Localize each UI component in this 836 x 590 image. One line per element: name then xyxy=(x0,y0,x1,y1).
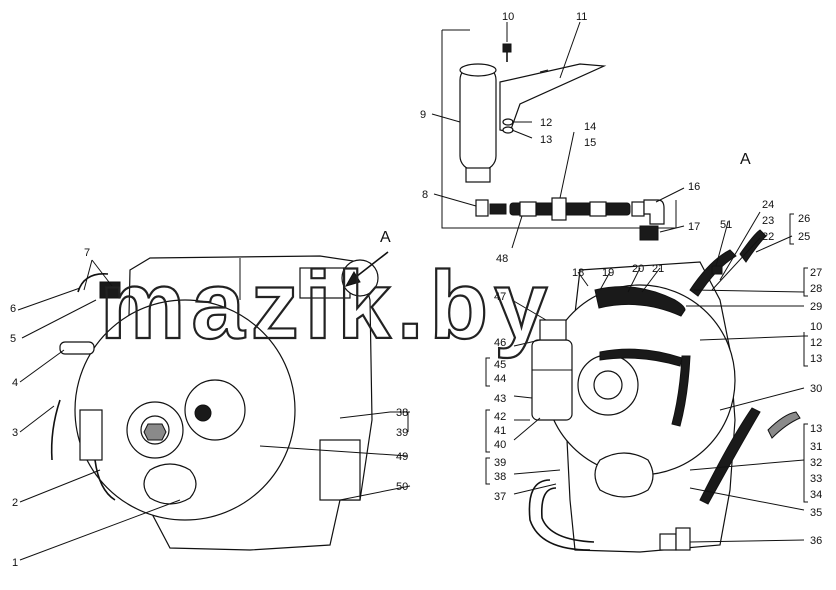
callout-41: 41 xyxy=(494,425,506,437)
callout-39-left: 39 xyxy=(396,427,408,439)
elbow-fitting xyxy=(475,199,489,217)
callout-labels: A A 10 11 9 12 13 14 15 8 16 17 48 7 6 5… xyxy=(10,11,822,569)
callout-48: 48 xyxy=(496,253,508,265)
callout-31: 31 xyxy=(810,441,822,453)
watermark: mazik.by xyxy=(100,252,554,359)
clamp xyxy=(551,197,567,221)
callout-1: 1 xyxy=(12,557,18,569)
callout-8: 8 xyxy=(422,189,428,201)
callout-17: 17 xyxy=(688,221,700,233)
callout-47: 47 xyxy=(494,291,506,303)
callout-32: 32 xyxy=(810,457,822,469)
front-cover-right xyxy=(544,284,736,476)
callout-43: 43 xyxy=(494,393,506,405)
leader-lines-left xyxy=(17,259,411,561)
callout-10-top: 10 xyxy=(502,11,514,23)
callout-12-top: 12 xyxy=(540,117,552,129)
callout-6: 6 xyxy=(10,303,16,315)
callout-5: 5 xyxy=(10,333,16,345)
filter-canister xyxy=(459,65,497,171)
view-marker-A: A xyxy=(380,229,391,246)
leader-lines-top xyxy=(431,21,685,249)
callout-33: 33 xyxy=(810,473,822,485)
callout-26: 26 xyxy=(798,213,810,225)
callout-46: 46 xyxy=(494,337,506,349)
callout-9: 9 xyxy=(420,109,426,121)
group-brackets xyxy=(485,213,808,503)
callout-11: 11 xyxy=(576,11,587,23)
callout-30: 30 xyxy=(810,383,822,395)
callout-12-right: 12 xyxy=(810,337,822,349)
callout-27: 27 xyxy=(810,267,822,279)
callout-13-right: 13 xyxy=(810,353,822,365)
callout-14: 14 xyxy=(584,121,596,133)
callout-39-right: 39 xyxy=(494,457,506,469)
left-gearbox xyxy=(50,255,379,551)
callout-13-right-b: 13 xyxy=(810,423,822,435)
callout-45: 45 xyxy=(494,359,506,371)
callout-40: 40 xyxy=(494,439,506,451)
callout-22: 22 xyxy=(762,231,774,243)
callout-18: 18 xyxy=(572,267,584,279)
callout-10-right: 10 xyxy=(810,321,822,333)
callout-38-left: 38 xyxy=(396,407,408,419)
view-arrow xyxy=(344,251,389,287)
callout-37: 37 xyxy=(494,491,506,503)
right-gearbox xyxy=(528,229,801,553)
callout-3: 3 xyxy=(12,427,18,439)
angle-fitting xyxy=(643,199,665,225)
callout-35: 35 xyxy=(810,507,822,519)
callout-38-right: 38 xyxy=(494,471,506,483)
callout-13-top: 13 xyxy=(540,134,552,146)
bracket xyxy=(499,63,607,133)
callout-23: 23 xyxy=(762,215,774,227)
callout-24: 24 xyxy=(762,199,774,211)
callout-42: 42 xyxy=(494,411,506,423)
callout-2: 2 xyxy=(12,497,18,509)
callout-20: 20 xyxy=(632,263,644,275)
callout-4: 4 xyxy=(12,377,18,389)
callout-15: 15 xyxy=(584,137,596,149)
callout-7: 7 xyxy=(84,247,90,259)
callout-19: 19 xyxy=(602,267,614,279)
callout-25: 25 xyxy=(798,231,810,243)
callout-36: 36 xyxy=(810,535,822,547)
callout-34: 34 xyxy=(810,489,822,501)
callout-21: 21 xyxy=(652,263,664,275)
callout-51: 51 xyxy=(720,219,732,231)
callout-49: 49 xyxy=(396,451,408,463)
callout-29: 29 xyxy=(810,301,822,313)
view-label-A: A xyxy=(740,151,751,168)
callout-44: 44 xyxy=(494,373,506,385)
detail-inset xyxy=(441,29,677,241)
callout-50: 50 xyxy=(396,481,408,493)
callout-28: 28 xyxy=(810,283,822,295)
callout-16: 16 xyxy=(688,181,700,193)
